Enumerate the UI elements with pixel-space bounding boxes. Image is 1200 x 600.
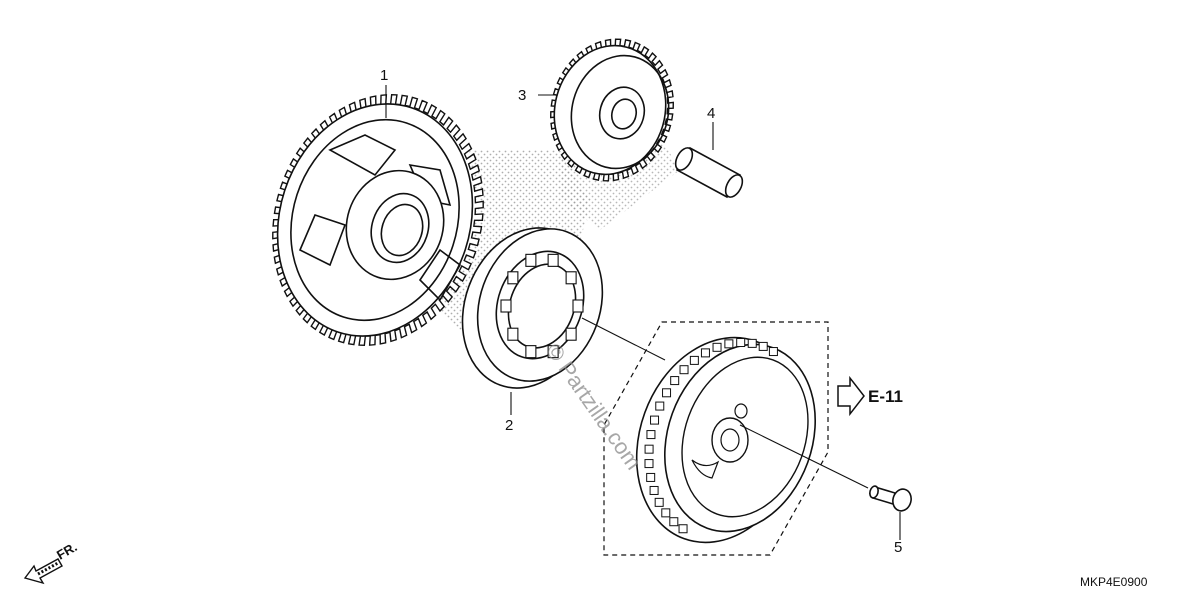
clutch-roller xyxy=(507,327,519,341)
arrow-down-left-icon xyxy=(23,558,63,585)
clutch-roller xyxy=(572,299,584,313)
flywheel-block xyxy=(670,376,680,386)
callout-4: 4 xyxy=(707,105,715,122)
flywheel-block xyxy=(700,348,710,358)
clutch-roller xyxy=(547,345,559,359)
diagram-code: MKP4E0900 xyxy=(1080,575,1148,589)
flywheel-bolt xyxy=(869,485,912,512)
flywheel-block xyxy=(649,485,659,495)
flywheel-block xyxy=(768,347,778,357)
flywheel-assembly xyxy=(603,321,829,556)
flywheel-block xyxy=(644,459,654,469)
flywheel-block xyxy=(646,430,656,440)
assembly-lines xyxy=(581,317,869,489)
clutch-roller xyxy=(507,271,519,285)
pin xyxy=(674,146,744,199)
callout-5: 5 xyxy=(894,539,902,556)
starter-clutch xyxy=(461,227,604,389)
flywheel-block xyxy=(679,365,689,375)
flywheel-block xyxy=(661,508,671,518)
arrow-right-icon xyxy=(837,375,865,417)
flywheel-block xyxy=(747,338,757,348)
flywheel-block xyxy=(646,472,656,482)
clutch-roller xyxy=(500,299,512,313)
flywheel-block xyxy=(654,497,664,507)
watermark: © Partzilla.com xyxy=(541,339,647,475)
callout-1: 1 xyxy=(380,67,388,84)
clutch-roller xyxy=(525,345,537,359)
flywheel-block xyxy=(650,415,660,425)
flywheel-block xyxy=(655,401,665,411)
flywheel-block xyxy=(736,338,746,348)
flywheel-block xyxy=(689,355,699,365)
flywheel-block xyxy=(758,341,768,351)
flywheel-block xyxy=(724,339,734,349)
flywheel-block xyxy=(662,388,672,398)
clutch-roller xyxy=(547,253,559,267)
clutch-roller xyxy=(565,271,577,285)
callout-3: 3 xyxy=(518,87,526,104)
leader-lines xyxy=(385,85,901,540)
clutch-roller xyxy=(525,253,537,267)
clutch-roller xyxy=(565,327,577,341)
small-gear xyxy=(550,38,674,182)
flywheel-block xyxy=(644,444,654,454)
section-reference[interactable]: E-11 xyxy=(868,387,903,406)
flywheel-block xyxy=(678,524,688,534)
flywheel-block xyxy=(669,517,679,527)
callout-2: 2 xyxy=(505,417,513,434)
flywheel-block xyxy=(712,342,722,352)
large-gear xyxy=(272,93,484,347)
